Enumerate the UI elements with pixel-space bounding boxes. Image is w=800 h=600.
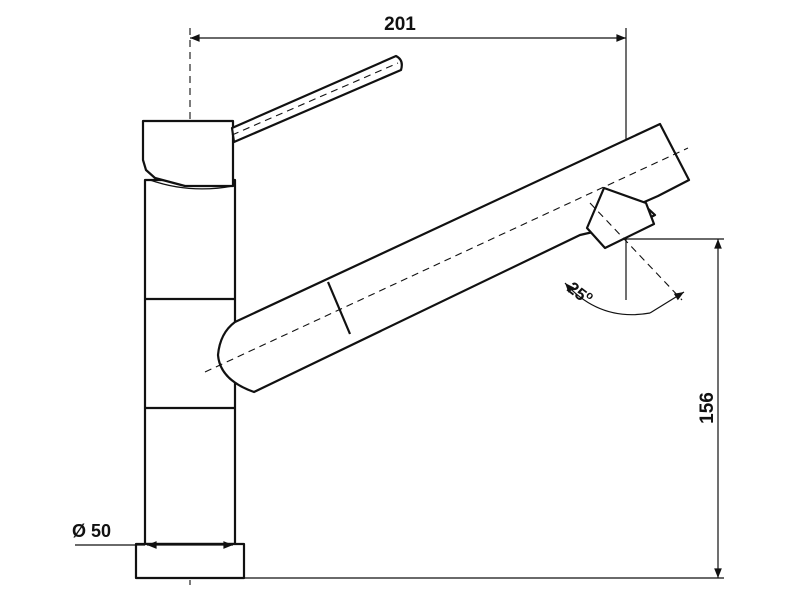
angle-arrow-tail <box>649 291 685 314</box>
base-ring <box>134 542 246 580</box>
diameter-dimension: Ø 50 <box>72 521 233 549</box>
height-dimension: 156 <box>244 238 724 579</box>
spray-head <box>585 186 656 250</box>
height-label: 156 <box>697 392 718 424</box>
spray-head-axis <box>589 202 683 301</box>
angle-arc <box>564 282 651 316</box>
lever-axis <box>231 62 399 136</box>
width-label: 201 <box>384 14 416 35</box>
diameter-label: Ø 50 <box>72 521 111 541</box>
cap-underside-curve <box>149 179 234 190</box>
spout-body <box>216 122 691 394</box>
top-cap <box>141 119 235 188</box>
spout-joint-line <box>326 281 352 335</box>
width-dimension: 201 <box>190 14 627 300</box>
spout-axis <box>204 147 689 373</box>
spout <box>204 122 691 394</box>
lever-handle <box>230 54 403 144</box>
